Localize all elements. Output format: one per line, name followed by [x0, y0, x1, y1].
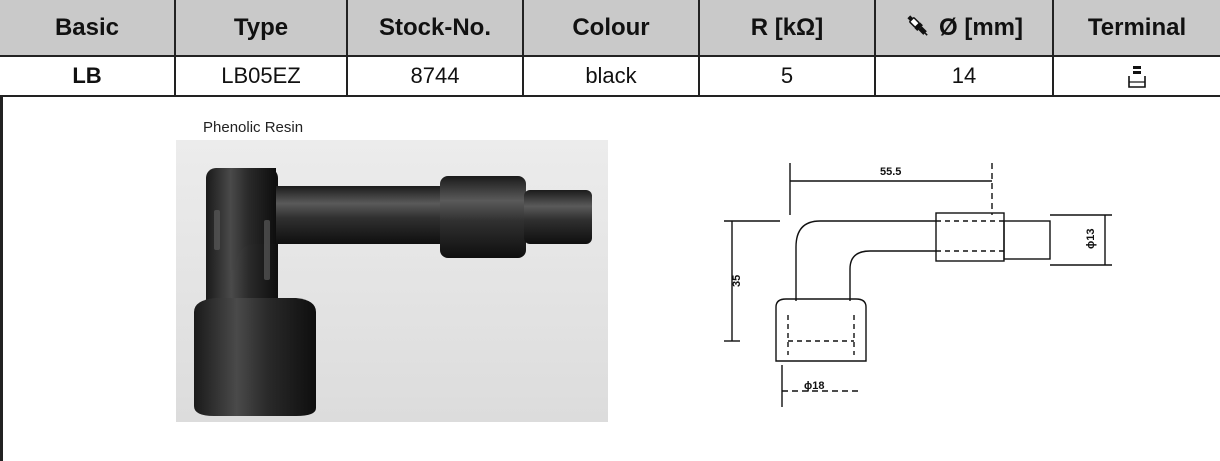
header-diameter-label: Ø [mm]	[939, 14, 1023, 41]
header-type: Type	[174, 0, 348, 57]
base-diameter-label: ϕ18	[804, 380, 824, 392]
material-label: Phenolic Resin	[203, 119, 304, 136]
spark-plug-icon	[907, 15, 928, 36]
outlet-diameter-label: ϕ13	[1085, 229, 1097, 249]
cell-resistance: 5	[698, 55, 876, 97]
cell-diameter: 14	[874, 55, 1054, 97]
spec-table: Basic Type Stock-No. Colour R [kΩ] Ø [mm…	[0, 0, 1220, 97]
header-colour: Colour	[522, 0, 700, 57]
length-dimension-label: 55.5	[880, 166, 901, 178]
cell-basic: LB	[0, 55, 176, 97]
table-row: LB LB05EZ 8744 black 5 14	[0, 55, 1220, 97]
terminal-nut-icon	[1128, 65, 1146, 88]
header-terminal: Terminal	[1052, 0, 1220, 57]
header-basic: Basic	[0, 0, 176, 57]
header-resistance: R [kΩ]	[698, 0, 876, 57]
cell-type: LB05EZ	[174, 55, 348, 97]
header-stock-no: Stock-No.	[346, 0, 524, 57]
cell-stock-no: 8744	[346, 55, 524, 97]
cell-terminal	[1052, 55, 1220, 97]
product-photo	[176, 140, 608, 422]
header-row: Basic Type Stock-No. Colour R [kΩ] Ø [mm…	[0, 0, 1220, 57]
cell-colour: black	[522, 55, 700, 97]
height-dimension-label: 35	[731, 275, 743, 287]
left-border	[0, 96, 3, 461]
technical-drawing: 55.5 35 ϕ13 ϕ18	[724, 163, 1112, 407]
header-diameter: Ø [mm]	[874, 0, 1054, 57]
